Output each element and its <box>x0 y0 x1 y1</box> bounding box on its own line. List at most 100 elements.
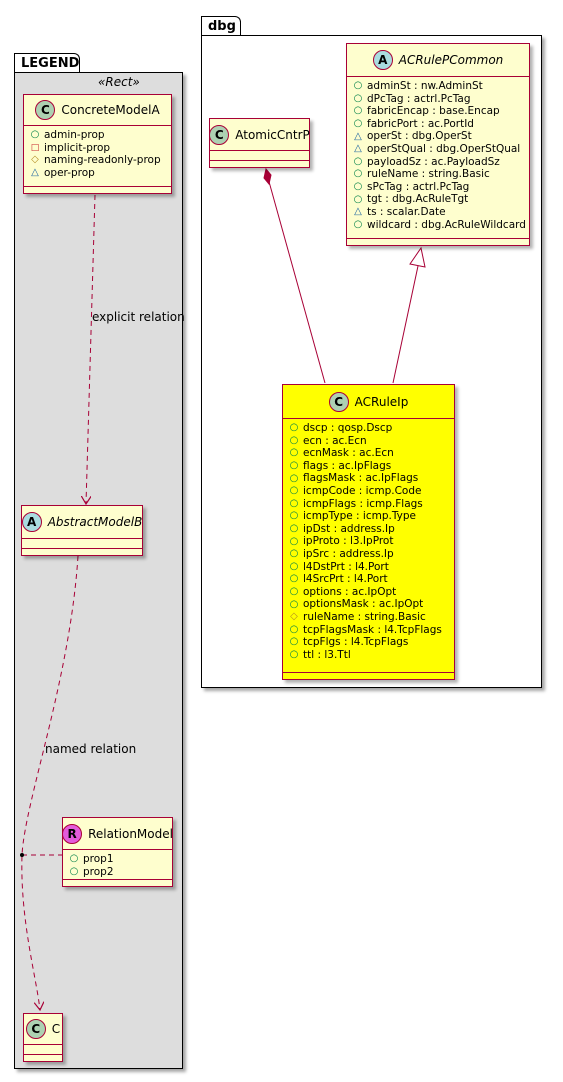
attribute-text: dscp : qosp.Dscp <box>303 422 393 434</box>
attribute-list: ○prop1○ prop2 <box>63 850 172 878</box>
dbg-package-tab: dbg <box>201 16 241 36</box>
attribute-row: ○fabricPort : ac.PortId <box>353 118 529 131</box>
circle-outline-icon: ○ <box>289 535 299 547</box>
attribute-text: tcpFlgs : l4.TcpFlags <box>303 636 409 649</box>
named-relation-label: named relation <box>45 742 137 756</box>
explicit-relation-label: explicit relation <box>92 310 185 324</box>
attribute-text: flagsMask : ac.IpFlags <box>303 472 419 485</box>
attribute-text: icmpCode : icmp.Code <box>303 484 422 497</box>
target-class-c[interactable]: C C <box>23 1013 63 1062</box>
generalization-arrowhead <box>409 246 426 268</box>
attribute-text: optionsMask : ac.IpOpt <box>303 598 424 611</box>
attribute-text: ipDst : address.Ip <box>303 522 395 535</box>
circle-outline-icon: ○ <box>289 485 299 497</box>
acruleip-class[interactable]: C ACRuleIp ○dscp : qosp.Dscp○ecn : ac.Ec… <box>282 384 455 680</box>
method-compartment-divider <box>24 1054 62 1055</box>
atomiccntrp-class[interactable]: C AtomicCntrP <box>209 118 310 168</box>
method-compartment-divider <box>22 548 142 549</box>
triangle-outline-icon: △ <box>31 167 39 179</box>
attribute-row: ○admin-prop <box>30 129 171 142</box>
attribute-text: ipProto : l3.IpProt <box>303 535 394 548</box>
attribute-row: ○payloadSz : ac.PayloadSz <box>353 156 529 169</box>
attribute-text: ecnMask : ac.Ecn <box>303 447 394 460</box>
circle-outline-icon: ○ <box>353 181 363 193</box>
legend-stereotype: «Rect» <box>98 75 140 89</box>
attribute-text: icmpFlags : icmp.Flags <box>303 497 423 510</box>
abstract-badge-icon: A <box>21 512 42 532</box>
attribute-text: prop2 <box>83 865 114 878</box>
attribute-text: l4SrcPrt : l4.Port <box>303 573 388 586</box>
attribute-text: options : ac.IpOpt <box>303 585 397 598</box>
attribute-row: ○ ecn : ac.Ecn <box>289 435 454 448</box>
triangle-outline-icon: △ <box>354 130 362 142</box>
attribute-text: icmpType : icmp.Type <box>303 510 416 523</box>
circle-outline-icon: ○ <box>30 129 40 141</box>
method-compartment-divider <box>63 879 172 880</box>
method-compartment-divider <box>210 160 309 161</box>
circle-outline-icon: ○ <box>289 472 299 484</box>
attribute-row: ○ prop2 <box>69 866 172 879</box>
circle-outline-icon: ○ <box>353 92 363 104</box>
relation-model-class[interactable]: R RelationModel ○prop1○prop2 <box>62 817 173 887</box>
attribute-text: flags : ac.IpFlags <box>303 459 392 472</box>
attribute-row: △operStQual : dbg.OperStQual <box>353 143 529 156</box>
generalization-edge <box>392 265 419 384</box>
attribute-text: sPcTag : actrl.PcTag <box>367 180 470 193</box>
circle-outline-icon: ○ <box>289 434 299 446</box>
attribute-row: ○ipSrc : address.Ip <box>289 548 454 561</box>
acrulepcommon-class[interactable]: A ACRulePCommon ○adminSt : nw.AdminSt○dP… <box>346 43 530 246</box>
attribute-text: ruleName : string.Basic <box>367 168 490 181</box>
attribute-row: ○ sPcTag : actrl.PcTag <box>353 181 529 194</box>
circle-outline-icon: ○ <box>353 105 363 117</box>
attribute-row: ○l4SrcPrt : l4.Port <box>289 573 454 586</box>
circle-outline-icon: ○ <box>353 80 363 92</box>
attribute-row: ○ipDst : address.Ip <box>289 523 454 536</box>
attribute-text: operStQual : dbg.OperStQual <box>367 142 521 155</box>
relation-badge-icon: R <box>62 823 83 844</box>
attribute-text: l4DstPrt : l4.Port <box>303 560 389 573</box>
attribute-row: ○dscp : qosp.Dscp <box>289 422 454 435</box>
attribute-row: ○icmpType : icmp.Type <box>289 510 454 523</box>
composition-diamond <box>263 167 272 186</box>
concrete-model-a-class[interactable]: C ConcreteModelA ○admin-prop□implicit-pr… <box>23 94 172 194</box>
abstract-model-b-class[interactable]: A AbstractModelB <box>21 505 143 556</box>
circle-outline-icon: ○ <box>353 218 363 230</box>
composition-edge <box>267 177 326 384</box>
circle-outline-icon: ○ <box>289 586 299 598</box>
circle-outline-icon: ○ <box>289 460 299 472</box>
attribute-text: tcpFlagsMask : l4.TcpFlags <box>303 623 442 636</box>
circle-outline-icon: ○ <box>289 623 299 635</box>
diamond-outline-icon: ◇ <box>31 154 39 166</box>
class-name: AtomicCntrP <box>235 127 310 142</box>
circle-outline-icon: ○ <box>69 865 79 877</box>
circle-outline-icon: ○ <box>353 118 363 130</box>
attribute-row: △ ts : scalar.Date <box>353 206 529 219</box>
attribute-text: tgt : dbg.AcRuleTgt <box>367 193 469 206</box>
attribute-text: ecn : ac.Ecn <box>303 434 367 447</box>
attribute-row: ○prop1 <box>69 853 172 866</box>
class-badge-icon: C <box>35 100 56 120</box>
attribute-text: ruleName : string.Basic <box>303 610 426 623</box>
attribute-row: ○ tcpFlgs : l4.TcpFlags <box>289 636 454 649</box>
attribute-row: ○l4DstPrt : l4.Port <box>289 561 454 574</box>
circle-outline-icon: ○ <box>289 648 299 660</box>
legend-package-body <box>14 72 183 1069</box>
circle-outline-icon: ○ <box>353 193 363 205</box>
class-badge-icon: C <box>209 124 230 145</box>
attribute-row: ○ icmpCode : icmp.Code <box>289 485 454 498</box>
attribute-text: ts : scalar.Date <box>367 205 446 218</box>
abstract-badge-icon: A <box>372 50 393 70</box>
attribute-row: ◇ruleName : string.Basic <box>289 611 454 624</box>
circle-outline-icon: ○ <box>289 636 299 648</box>
circle-outline-icon: ○ <box>289 447 299 459</box>
attribute-row: ○dPcTag : actrl.PcTag <box>353 93 529 106</box>
triangle-outline-icon: △ <box>354 206 362 218</box>
attribute-row: ○wildcard : dbg.AcRuleWildcard <box>353 219 529 232</box>
attribute-row: ○ tgt : dbg.AcRuleTgt <box>353 193 529 206</box>
explicit-relation-edge <box>86 194 96 504</box>
circle-outline-icon: ○ <box>289 548 299 560</box>
attribute-text: prop1 <box>83 853 114 865</box>
class-name: ACRulePCommon <box>398 53 504 67</box>
attribute-list: ○adminSt : nw.AdminSt○dPcTag : actrl.PcT… <box>347 77 529 231</box>
attribute-row: ○ttl : l3.Ttl <box>289 649 454 662</box>
